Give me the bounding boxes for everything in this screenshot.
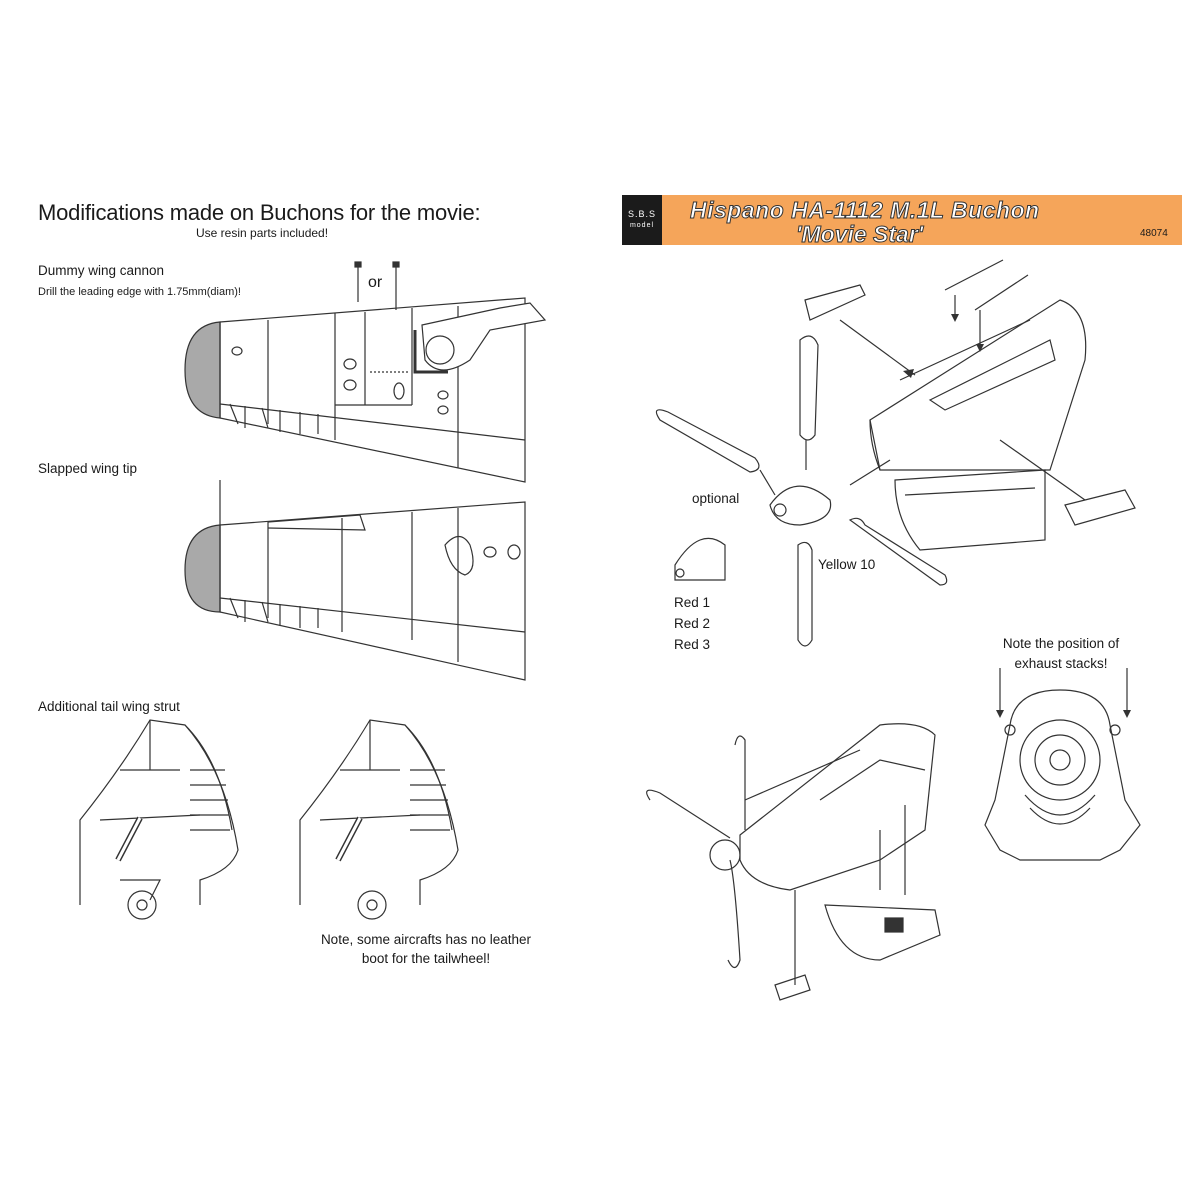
sbs-logo: S.B.S model — [622, 195, 662, 245]
title-banner — [622, 195, 1182, 245]
tail-strut-drawing-2 — [299, 719, 459, 920]
tailwheel-note-line2: boot for the tailwheel! — [361, 951, 491, 966]
tailwheel-note-line1: Note, some aircrafts has no leather — [320, 932, 532, 947]
front-view-exhaust — [984, 668, 1141, 861]
assembled-nose — [646, 723, 941, 1001]
drill-note: Drill the leading edge with 1.75mm(diam)… — [38, 286, 241, 298]
engine-cowling-exploded — [804, 259, 1136, 551]
wing-tip-drawing — [184, 480, 526, 681]
dummy-cannon-label: Dummy wing cannon — [38, 263, 165, 278]
optional-label: optional — [692, 491, 740, 506]
wingtip-label: Slapped wing tip — [38, 461, 138, 476]
red-2-label: Red 2 — [674, 616, 711, 631]
tail-strut-label: Additional tail wing strut — [38, 699, 180, 714]
logo-subtext: model — [629, 222, 655, 229]
wing-cannon-drawing — [184, 261, 547, 483]
tail-strut-drawing-1 — [79, 719, 239, 920]
kit-title: Hispano HA-1112 M.1L Buchon — [690, 197, 1040, 224]
exhaust-note-line2: exhaust stacks! — [1014, 656, 1108, 671]
kit-subtitle: 'Movie Star' — [795, 221, 924, 248]
red-1-label: Red 1 — [674, 595, 711, 610]
propeller-exploded — [655, 335, 948, 647]
kit-code: 48074 — [1140, 228, 1168, 239]
logo-text: S.B.S — [627, 209, 656, 219]
red-3-label: Red 3 — [674, 637, 711, 652]
exhaust-note-line1: Note the position of — [1002, 636, 1120, 651]
or-label: or — [368, 274, 383, 291]
yellow-10-label: Yellow 10 — [818, 557, 876, 572]
modifications-title: Modifications made on Buchons for the mo… — [38, 200, 481, 225]
resin-parts-subtitle: Use resin parts included! — [196, 226, 329, 240]
